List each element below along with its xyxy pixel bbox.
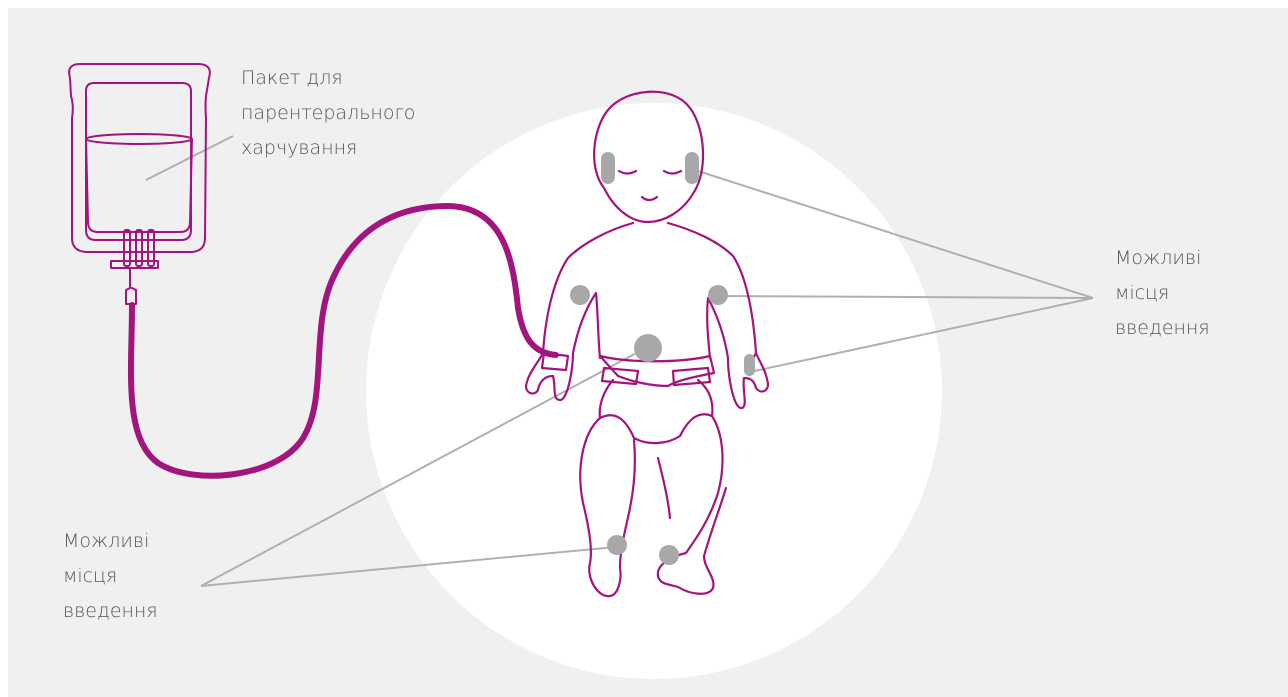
site-navel (634, 334, 662, 362)
iv-spout (126, 268, 136, 304)
iv-bag-inner (86, 83, 191, 240)
site-knee-left (607, 535, 627, 555)
site-arm-right (708, 285, 728, 305)
iv-fluid-body (86, 139, 192, 232)
diagram-illustration (8, 8, 1288, 697)
background-circle (366, 103, 942, 679)
label-sites-left: Можливі місця введення (63, 524, 158, 629)
label-sites-left-line-3: введення (63, 594, 158, 629)
label-sites-left-line-2: місця (63, 559, 158, 594)
label-sites-right-line-3: введення (1115, 311, 1210, 346)
label-sites-right-line-2: місця (1115, 276, 1210, 311)
site-ankle-right (659, 545, 679, 565)
label-sites-right-line-1: Можливі (1115, 241, 1210, 276)
iv-fluid-level (86, 134, 192, 144)
iv-bag (69, 64, 210, 304)
label-sites-right: Можливі місця введення (1115, 241, 1210, 346)
site-arm-left (570, 285, 590, 305)
label-iv-bag: Пакет для парентерального харчування (241, 61, 415, 166)
label-iv-bag-line-1: Пакет для (241, 61, 415, 96)
site-hand-right (744, 354, 755, 376)
site-head-right (685, 152, 699, 184)
site-head-left (601, 152, 615, 184)
label-iv-bag-line-3: харчування (241, 131, 415, 166)
label-sites-left-line-1: Можливі (63, 524, 158, 559)
leader-bag (146, 136, 233, 180)
label-iv-bag-line-2: парентерального (241, 96, 415, 131)
diagram-canvas: Пакет для парентерального харчування Мож… (8, 8, 1288, 697)
